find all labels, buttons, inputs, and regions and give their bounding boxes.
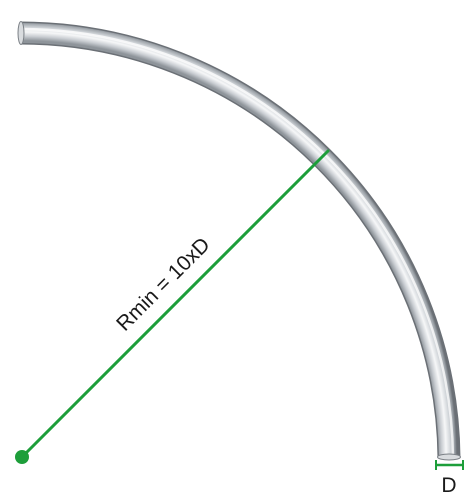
diameter-dimension [435, 460, 464, 470]
radius-label: Rmin = 10xD [112, 233, 215, 336]
center-point [15, 450, 29, 464]
pipe-end-cap-bottom [437, 453, 461, 461]
radius-line [20, 149, 330, 459]
pipe-end-cap-top [17, 21, 25, 45]
diameter-label: D [441, 474, 456, 496]
